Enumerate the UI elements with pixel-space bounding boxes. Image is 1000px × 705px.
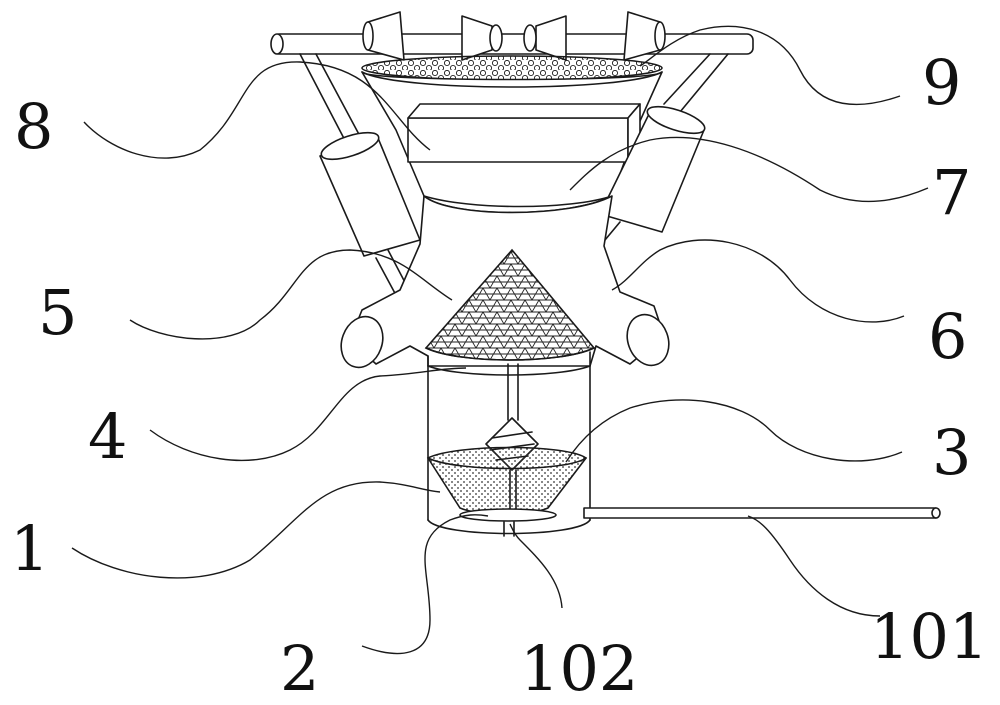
label-8: 8: [14, 90, 53, 163]
label-101: 101: [870, 600, 988, 673]
label-2: 2: [280, 632, 319, 705]
label-5: 5: [38, 276, 77, 349]
top-nozzles: [362, 11, 666, 61]
label-4: 4: [88, 400, 127, 473]
cone-screen: [424, 248, 596, 361]
label-7: 7: [932, 156, 971, 229]
side-pipe: [583, 507, 941, 519]
label-6: 6: [928, 300, 967, 373]
label-1: 1: [10, 512, 49, 585]
reference-numerals: 8 9 7 5 6 4 3 1 101 2 102: [10, 46, 988, 705]
motor-box: [407, 103, 641, 163]
label-3: 3: [932, 416, 971, 489]
top-rod: [270, 33, 754, 55]
side-cylinders: [319, 105, 706, 257]
label-102: 102: [520, 632, 638, 705]
bottom-plate: [459, 508, 557, 537]
filter-screen: [361, 55, 663, 81]
label-9: 9: [922, 46, 961, 119]
leader-lines: [71, 25, 929, 655]
collection-bowl: [426, 446, 588, 515]
